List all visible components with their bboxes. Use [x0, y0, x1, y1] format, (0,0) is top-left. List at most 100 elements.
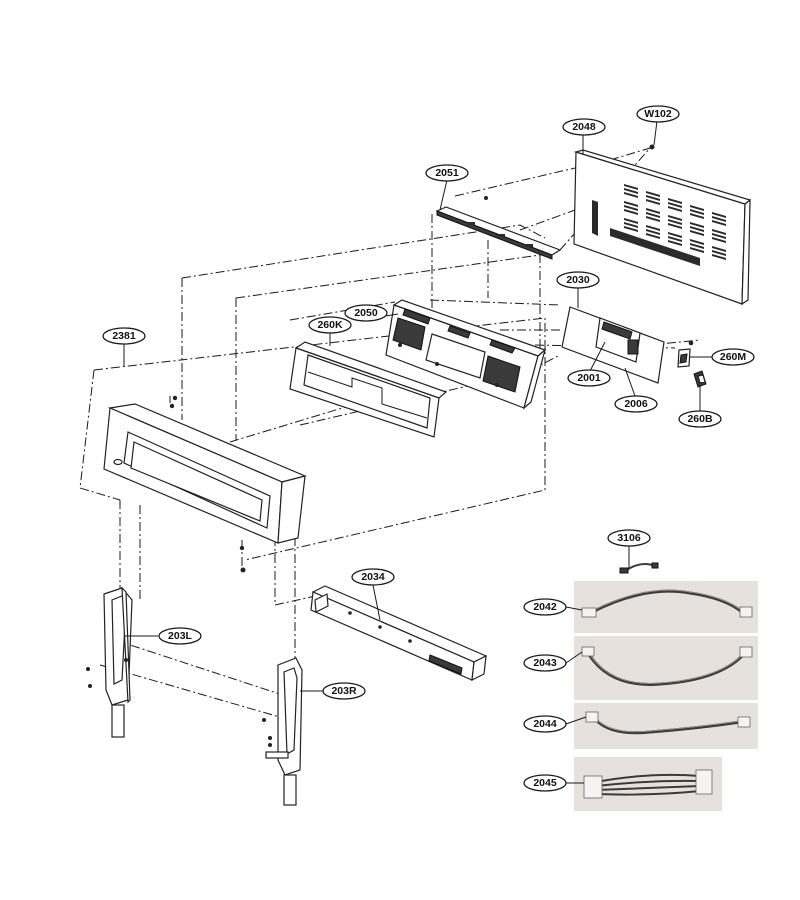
vent-slot: [624, 205, 638, 211]
bracket-2051: [435, 196, 562, 260]
vent-slot: [690, 209, 704, 215]
callout-label-2050: 2050: [354, 307, 378, 319]
vent-slot: [712, 237, 726, 243]
vent-slot: [690, 205, 704, 211]
vent-slot: [712, 212, 726, 218]
vent-slot: [646, 225, 660, 231]
callout-2001: 2001: [567, 369, 611, 387]
side-bracket-203l: [86, 586, 133, 738]
control-panel-2381: [103, 395, 307, 573]
sub-board-group: [561, 306, 694, 384]
callout-label-260k: 260K: [317, 319, 343, 331]
vent-slot: [668, 198, 682, 204]
callout-label-2034: 2034: [361, 571, 385, 583]
callout-label-2042: 2042: [533, 601, 557, 613]
callout-260k: 260K: [308, 316, 352, 334]
callout-2045: 2045: [523, 774, 567, 792]
vent-slot: [712, 233, 726, 239]
vent-slot: [690, 239, 704, 245]
vent-slot: [624, 188, 638, 194]
callout-2381: 2381: [102, 327, 146, 345]
callout-2044: 2044: [523, 715, 567, 733]
callout-label-2044: 2044: [533, 718, 557, 730]
harness-3106: [619, 562, 659, 574]
harness-photo-2043: [574, 636, 758, 700]
callout-label-2048: 2048: [572, 121, 596, 133]
display-overlay-260k: [289, 341, 448, 438]
switch-260m: [677, 348, 691, 368]
callout-label-2030: 2030: [566, 274, 590, 286]
vent-slot: [624, 192, 638, 198]
rail-2034: [310, 585, 488, 682]
vent-slot: [712, 246, 726, 252]
callout-label-2043: 2043: [533, 657, 557, 669]
vent-slot: [646, 229, 660, 235]
callout-label-w102: W102: [644, 108, 672, 120]
harness-photo-2042: [574, 581, 758, 633]
callout-2048: 2048: [562, 118, 606, 136]
vent-slot: [624, 218, 638, 224]
callout-label-2051: 2051: [435, 167, 459, 179]
vent-slot: [690, 222, 704, 228]
screw-w102: [649, 144, 655, 150]
vent-slot: [668, 223, 682, 229]
vent-slot: [646, 212, 660, 218]
vent-slot: [668, 232, 682, 238]
vent-slot: [668, 240, 682, 246]
callout-203r: 203R: [322, 682, 366, 700]
callout-w102: W102: [636, 105, 680, 123]
vent-slot: [668, 236, 682, 242]
vent-slot: [624, 226, 638, 232]
callout-3106: 3106: [607, 529, 651, 547]
vent-slot: [646, 233, 660, 239]
callout-label-260m: 260M: [720, 351, 747, 363]
harness-photo-2045: [574, 757, 722, 811]
vent-slot: [668, 219, 682, 225]
vent-slot: [668, 206, 682, 212]
callout-label-203l: 203L: [168, 630, 193, 642]
callout-2043: 2043: [523, 654, 567, 672]
callout-2050: 2050: [344, 304, 388, 322]
vent-slot: [624, 184, 638, 190]
callout-260m: 260M: [711, 348, 755, 366]
callout-2034: 2034: [351, 568, 395, 586]
vent-slot: [712, 229, 726, 235]
vent-slot: [690, 247, 704, 253]
callout-2042: 2042: [523, 598, 567, 616]
vent-slot: [712, 220, 726, 226]
callout-2030: 2030: [556, 271, 600, 289]
callout-2051: 2051: [425, 164, 469, 182]
callout-label-2381: 2381: [112, 330, 136, 342]
callout-2006: 2006: [614, 395, 658, 413]
vent-slot: [690, 226, 704, 232]
control-frame-2050: [385, 299, 547, 410]
callout-203l: 203L: [158, 627, 202, 645]
vent-slot: [712, 254, 726, 260]
vent-slot: [668, 215, 682, 221]
callout-label-2045: 2045: [533, 777, 557, 789]
vent-slot: [690, 213, 704, 219]
harness-photo-2044: [574, 703, 758, 749]
callout-label-2001: 2001: [577, 372, 601, 384]
vent-slot: [646, 216, 660, 222]
vent-slot: [690, 230, 704, 236]
vent-slot: [646, 195, 660, 201]
rear-panel-2048: [573, 149, 752, 306]
side-bracket-203r: [262, 657, 303, 806]
vent-slot: [624, 201, 638, 207]
vent-slot: [624, 209, 638, 215]
callout-label-3106: 3106: [617, 532, 641, 544]
vent-slot: [712, 216, 726, 222]
vent-slot: [668, 202, 682, 208]
vent-slot: [624, 222, 638, 228]
callout-label-260b: 260B: [687, 413, 713, 425]
vent-slot: [646, 199, 660, 205]
vent-slot: [712, 250, 726, 256]
callout-label-203r: 203R: [331, 685, 357, 697]
vent-slot: [690, 243, 704, 249]
callout-260b: 260B: [678, 410, 722, 428]
callout-label-2006: 2006: [624, 398, 648, 410]
switch-260b: [693, 370, 707, 388]
vent-slot: [646, 208, 660, 214]
